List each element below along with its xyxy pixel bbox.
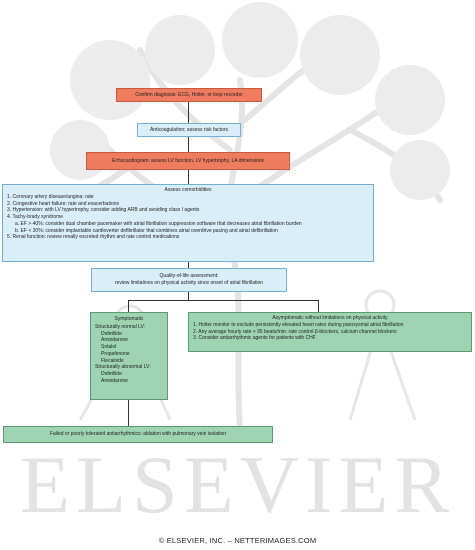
- comorbidity-subitem: b. EF < 30%: consider implantable cardio…: [15, 227, 278, 234]
- asymptomatic-item: 3. Consider antiarrhythmic agents for pa…: [193, 335, 316, 342]
- qol-line-2: review limitations on physical activity …: [114, 279, 264, 286]
- connector-line: [318, 300, 319, 312]
- symptomatic-title: Symptomatic: [114, 316, 144, 322]
- drug-item: Dofetilide: [101, 330, 122, 337]
- drug-item: Propafenone: [101, 350, 130, 357]
- step-echocardiogram: Echocardiogram: assess LV function, LV h…: [86, 152, 290, 170]
- ablation-box: Failed or poorly tolerated antiarrhythmi…: [3, 426, 273, 443]
- watermark-text: ELSEVIER: [19, 439, 456, 530]
- comorbidity-subitem: a. EF > 40%: consider dual chamber pacem…: [15, 220, 302, 227]
- step-confirm-diagnosis-text: Confirm diagnosis: ECG, Holter, or loop …: [135, 91, 243, 98]
- connector-line: [188, 170, 189, 184]
- qol-assessment-box: Quality-of-life assessment: review limit…: [91, 268, 287, 292]
- step-anticoagulation-text: Anticoagulation; assess risk factors: [149, 126, 229, 133]
- connector-line: [128, 400, 129, 426]
- drug-group-label: Structurally normal LV:: [95, 323, 146, 330]
- drug-item: Dofetilide: [101, 371, 122, 377]
- drug-item: Flecainide: [101, 357, 124, 364]
- comorbidity-item: 2. Congestive heart failure: rate and ex…: [7, 200, 120, 207]
- asymptomatic-item: 1. Holter monitor to exclude persistentl…: [193, 321, 404, 328]
- comorbidity-item: 1. Coronary artery disease/angina: rate: [7, 193, 94, 200]
- comorbidities-box: Assess comorbidities 1. Coronary artery …: [2, 184, 374, 262]
- asymptomatic-title: Asymptomatic without limitations on phys…: [272, 315, 388, 321]
- connector-line: [128, 300, 129, 312]
- drug-group-label: Structurally abnormal LV:: [95, 364, 151, 371]
- copyright-footer: © ELSEVIER, INC. – NETTERIMAGES.COM: [158, 536, 317, 545]
- drug-item: Amiodarone: [101, 377, 128, 384]
- symptomatic-box: Symptomatic Structurally normal LV: Dofe…: [90, 312, 168, 400]
- drug-item: Sotalol: [101, 344, 117, 350]
- connector-line: [188, 136, 189, 152]
- step-confirm-diagnosis: Confirm diagnosis: ECG, Holter, or loop …: [116, 88, 262, 102]
- comorbidity-item: 4. Tachy-brady syndrome: [7, 214, 64, 220]
- step-echocardiogram-text: Echocardiogram: assess LV function, LV h…: [111, 157, 265, 164]
- connector-line: [188, 262, 189, 268]
- drug-item: Amiodarone: [101, 337, 128, 344]
- connector-line: [188, 292, 189, 300]
- connector-line: [188, 101, 189, 123]
- qol-line-1: Quality-of-life assessment:: [159, 273, 219, 279]
- connector-line: [128, 300, 318, 301]
- comorbidity-item: 3. Hypertension: with LV hypertrophy, co…: [7, 207, 200, 214]
- comorbidity-item: 5. Renal function: review renally excret…: [7, 234, 180, 241]
- comorbidities-title: Assess comorbidities: [164, 187, 212, 193]
- step-anticoagulation: Anticoagulation; assess risk factors: [137, 123, 241, 137]
- asymptomatic-box: Asymptomatic without limitations on phys…: [188, 312, 472, 352]
- asymptomatic-item: 2. Any average hourly rate > 95 beats/mi…: [193, 328, 397, 335]
- ablation-text: Failed or poorly tolerated antiarrhythmi…: [49, 431, 227, 438]
